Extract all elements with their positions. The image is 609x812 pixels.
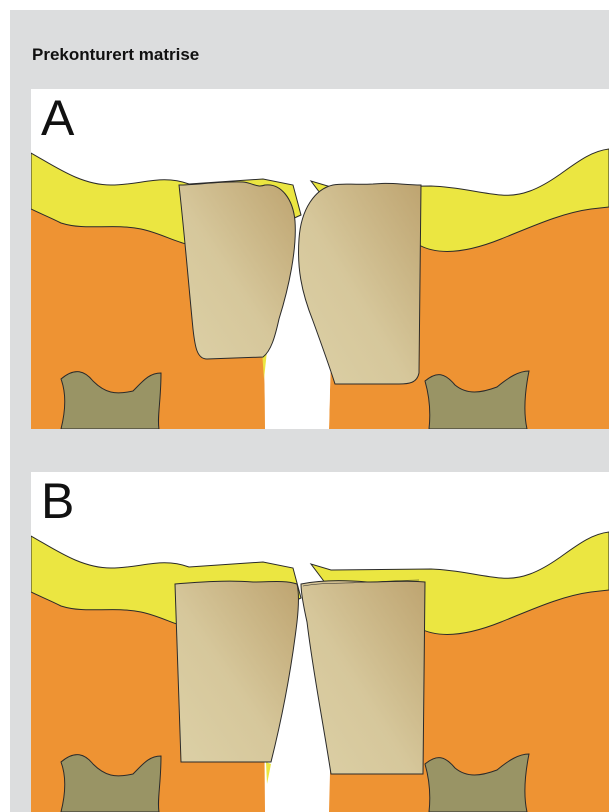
panel-a: A	[31, 89, 609, 429]
panel-label-b: B	[41, 476, 74, 526]
figure-title: Prekonturert matrise	[32, 45, 199, 65]
panel-b-illustration	[31, 472, 609, 812]
figure-frame: Prekonturert matrise	[10, 10, 609, 812]
panel-label-a: A	[41, 93, 74, 143]
panel-a-illustration	[31, 89, 609, 429]
panel-b: B	[31, 472, 609, 812]
